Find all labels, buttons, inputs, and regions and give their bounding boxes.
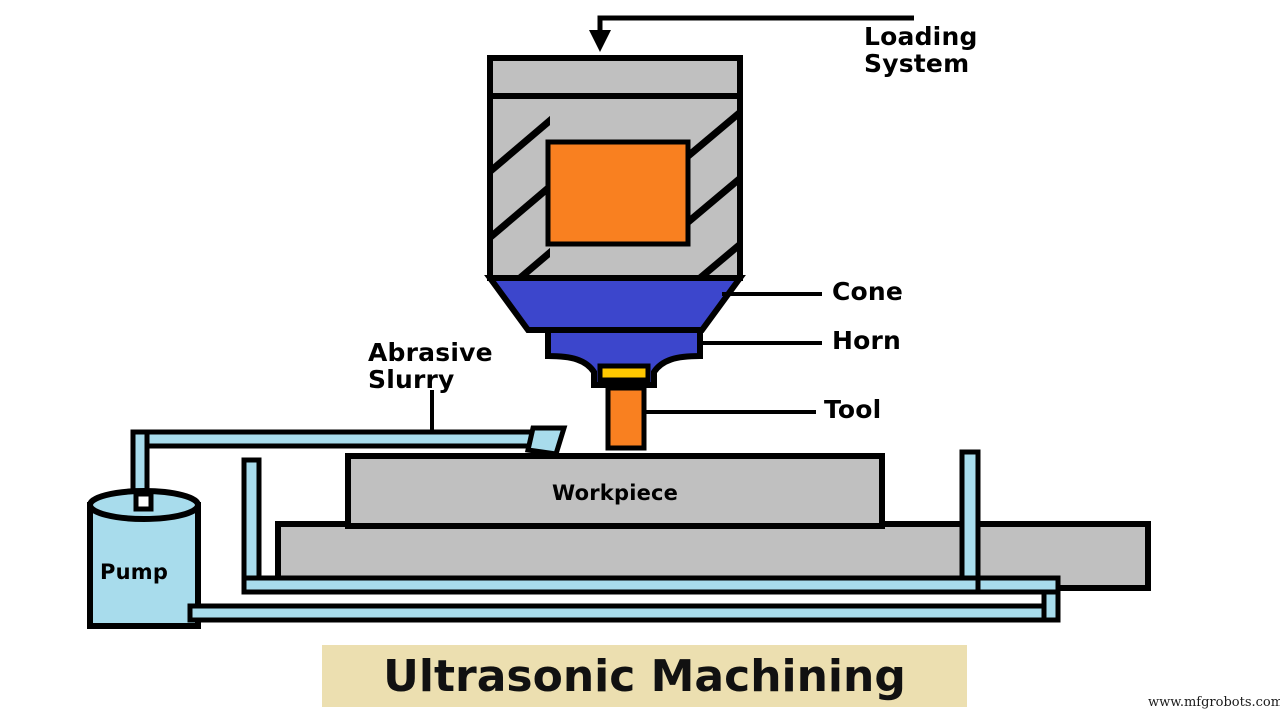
- piezo-element: [545, 139, 691, 247]
- label-abrasive-slurry-line1: Abrasive: [368, 338, 493, 367]
- label-horn: Horn: [832, 326, 902, 355]
- top-plate: [487, 55, 743, 99]
- diagram-title: Ultrasonic Machining: [383, 650, 906, 702]
- label-abrasive-slurry-line2: Slurry: [368, 364, 455, 394]
- label-workpiece: Workpiece: [552, 481, 679, 505]
- tool: [605, 385, 647, 451]
- pump-tank: [87, 488, 201, 629]
- loading-arrow-icon: [589, 15, 914, 52]
- watermark-url: www.mfgrobots.com: [1148, 695, 1280, 710]
- slurry-basin-walls: [241, 449, 981, 595]
- slurry-nozzle: [524, 425, 568, 457]
- label-pump: Pump: [100, 560, 169, 584]
- label-loading-system-line1: Loading: [864, 22, 978, 51]
- label-cone: Cone: [832, 277, 904, 306]
- housing-hatch-right: [684, 110, 737, 275]
- label-tool: Tool: [824, 395, 882, 424]
- braze-joint: [597, 363, 651, 383]
- title-banner: Ultrasonic Machining: [322, 645, 967, 707]
- label-loading-system-line2: System: [864, 48, 970, 78]
- slurry-return-pipe: [187, 575, 1061, 623]
- cone: [484, 275, 746, 333]
- workpiece: [345, 453, 885, 529]
- horn: [545, 327, 703, 388]
